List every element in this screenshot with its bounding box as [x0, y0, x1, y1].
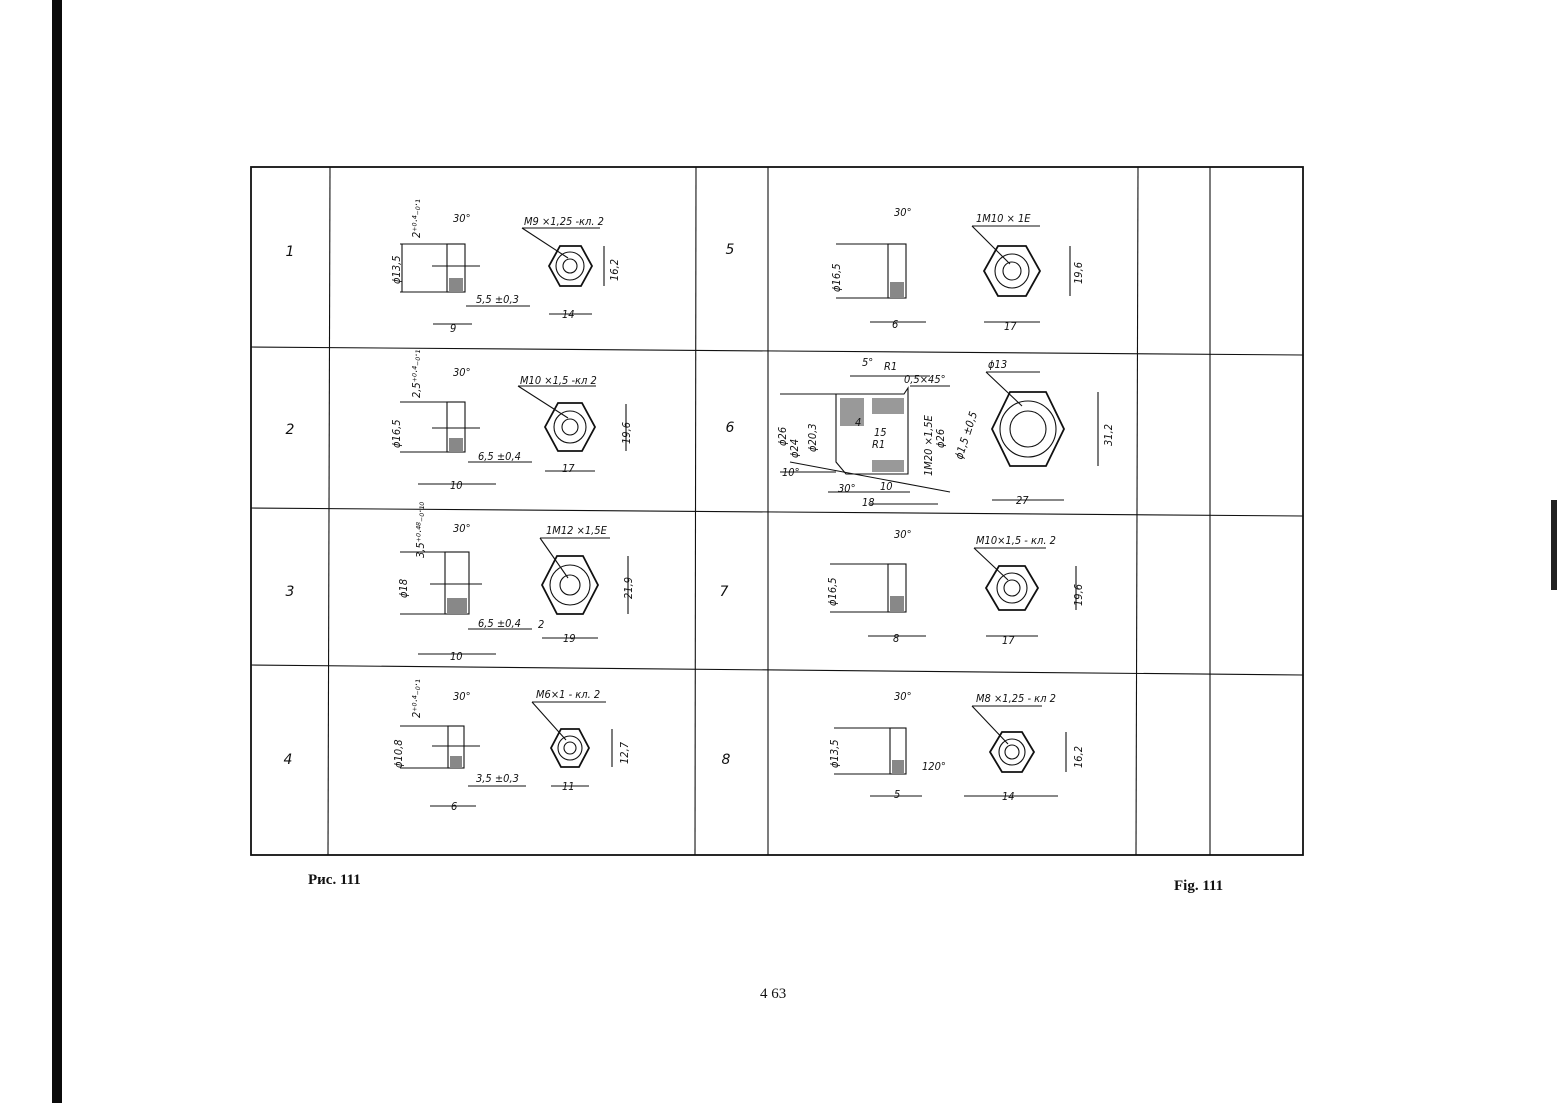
angle-120-label: 120° [922, 760, 946, 773]
angle-label: 30° [453, 366, 471, 379]
diameter-label: ϕ18 [397, 579, 410, 598]
across-label: 19,6 [1072, 262, 1085, 284]
n15-label: 15 [874, 426, 887, 439]
a10-label: 10° [782, 466, 800, 479]
n4-label: 4 [855, 416, 861, 429]
thread-label: M6×1 - кл. 2 [536, 688, 600, 701]
row-number-7: 7 [719, 584, 729, 600]
width-label: 6 [892, 318, 898, 331]
diameter-label: ϕ13,5 [390, 255, 403, 284]
dia-mid-label: ϕ20,3 [806, 423, 819, 452]
row-number-6: 6 [725, 420, 735, 436]
w10-label: 10 [880, 480, 893, 493]
drawing-1: M9 ×1,25 -кл. 2 ϕ13,5 2⁺⁰·⁴₋₀·₁ 30° 5,5 … [390, 199, 621, 335]
slot-label: 2⁺⁰·⁴₋₀·₁ [410, 679, 423, 718]
angle-label: 30° [453, 212, 471, 225]
hex-label: 17 [562, 462, 575, 475]
thread-label: 1M20 ×1,5E [922, 414, 935, 476]
row-number-1: 1 [285, 244, 295, 260]
r1b-label: R1 [872, 438, 885, 451]
across-label: 12,7 [618, 741, 631, 764]
width-label: 10 [450, 650, 463, 663]
diameter-label: ϕ13,5 [828, 739, 841, 768]
row-number-5: 5 [725, 242, 735, 258]
row-number-2: 2 [285, 422, 295, 438]
page-number: 4 63 [760, 986, 787, 1002]
drawing-6: ϕ26 ϕ24 ϕ20,3 5° R1 0,5×45° 1M20 ×1,5E ϕ… [776, 356, 1115, 509]
dia-small-label: ϕ1,5 ±0,5 [952, 410, 980, 461]
diameter-label: ϕ16,5 [390, 419, 403, 448]
across-label: 16,2 [608, 259, 621, 281]
thread-label: M9 ×1,25 -кл. 2 [524, 215, 604, 228]
dia-in-label: ϕ24 [788, 439, 801, 458]
extra-label: 2 [538, 618, 544, 631]
across-label: 19,6 [620, 422, 633, 444]
drawing-2: M10 ×1,5 -кл 2 ϕ16,5 2,5⁺⁰·⁴₋₀·₁ 30° 6,5… [390, 350, 633, 492]
drawing-4: M6×1 - кл. 2 ϕ10,8 2⁺⁰·⁴₋₀·₁ 30° 3,5 ±0,… [392, 679, 631, 813]
drawing-5: 1M10 × 1E ϕ16,5 30° 6 17 19,6 [830, 206, 1085, 333]
across-label: 21,9 [622, 577, 635, 599]
thread-label: 1M12 ×1,5E [546, 524, 608, 537]
angle-label: 30° [453, 522, 471, 535]
table-grid [250, 166, 1304, 856]
width-label: 10 [450, 479, 463, 492]
thread-label: M10 ×1,5 -кл 2 [520, 374, 597, 387]
angle-label: 30° [894, 528, 912, 541]
hex-label: 14 [1002, 790, 1015, 803]
hex-label: 17 [1004, 320, 1017, 333]
row-number-8: 8 [721, 752, 731, 768]
width-label: 6 [451, 800, 457, 813]
chamfer-label: 0,5×45° [904, 373, 946, 386]
figure-table: M9 ×1,25 -кл. 2 ϕ13,5 2⁺⁰·⁴₋₀·₁ 30° 5,5 … [250, 166, 1304, 866]
diameter-label: ϕ16,5 [826, 577, 839, 606]
drawing-3: 1M12 ×1,5E ϕ18 3,5⁺⁰·⁴⁸₋₀·₁₀ 30° 6,5 ±0,… [397, 502, 635, 663]
hex-label: 27 [1016, 494, 1029, 507]
caption-ru: Рис. 111 [308, 872, 361, 888]
width-label: 5 [894, 788, 900, 801]
drawing-8: M8 ×1,25 - кл 2 ϕ13,5 30° 5 120° 14 16,2 [828, 690, 1085, 803]
width-label: 8 [893, 632, 899, 645]
angle-top-label: 5° [862, 356, 873, 369]
hex-label: 14 [562, 308, 575, 321]
dia-left-label: ϕ26 [776, 427, 789, 446]
hex-label: 17 [1002, 634, 1015, 647]
binding-edge [52, 0, 62, 1103]
angle-label: 30° [894, 206, 912, 219]
row-number-3: 3 [285, 584, 295, 600]
slot-label: 3,5⁺⁰·⁴⁸₋₀·₁₀ [414, 502, 427, 558]
angle-label: 30° [453, 690, 471, 703]
thread-label: 1M10 × 1E [976, 212, 1031, 225]
drawing-7: M10×1,5 - кл. 2 ϕ16,5 30° 8 17 19,6 [826, 528, 1085, 647]
binding-mark [1551, 500, 1557, 590]
diameter-label: ϕ10,8 [392, 739, 405, 768]
hex-label: 11 [562, 780, 575, 793]
diameter-label: ϕ16,5 [830, 263, 843, 292]
thread-label: M10×1,5 - кл. 2 [976, 534, 1056, 547]
row-number-4: 4 [283, 752, 293, 768]
height-label: 6,5 ±0,4 [478, 450, 521, 463]
dia-right-label: ϕ26 [934, 429, 947, 448]
slot-label: 2⁺⁰·⁴₋₀·₁ [410, 199, 423, 238]
thread-label: M8 ×1,25 - кл 2 [976, 692, 1056, 705]
across-label: 19,6 [1072, 584, 1085, 606]
w18-label: 18 [862, 496, 875, 509]
slot-label: 2,5⁺⁰·⁴₋₀·₁ [410, 350, 423, 398]
hex-label: 19 [563, 632, 576, 645]
r1-label: R1 [884, 360, 897, 373]
caption-en: Fig. 111 [1174, 878, 1224, 894]
height-label: 5,5 ±0,3 [476, 293, 519, 306]
angle-label: 30° [894, 690, 912, 703]
drawing-canvas: M9 ×1,25 -кл. 2 ϕ13,5 2⁺⁰·⁴₋₀·₁ 30° 5,5 … [250, 166, 1304, 856]
hole-label: ϕ13 [988, 358, 1007, 371]
height-label: 3,5 ±0,3 [476, 772, 519, 785]
width-label: 9 [450, 322, 456, 335]
across-label: 31,2 [1102, 424, 1115, 446]
across-label: 16,2 [1072, 746, 1085, 768]
a30-label: 30° [838, 482, 856, 495]
height-label: 6,5 ±0,4 [478, 617, 521, 630]
